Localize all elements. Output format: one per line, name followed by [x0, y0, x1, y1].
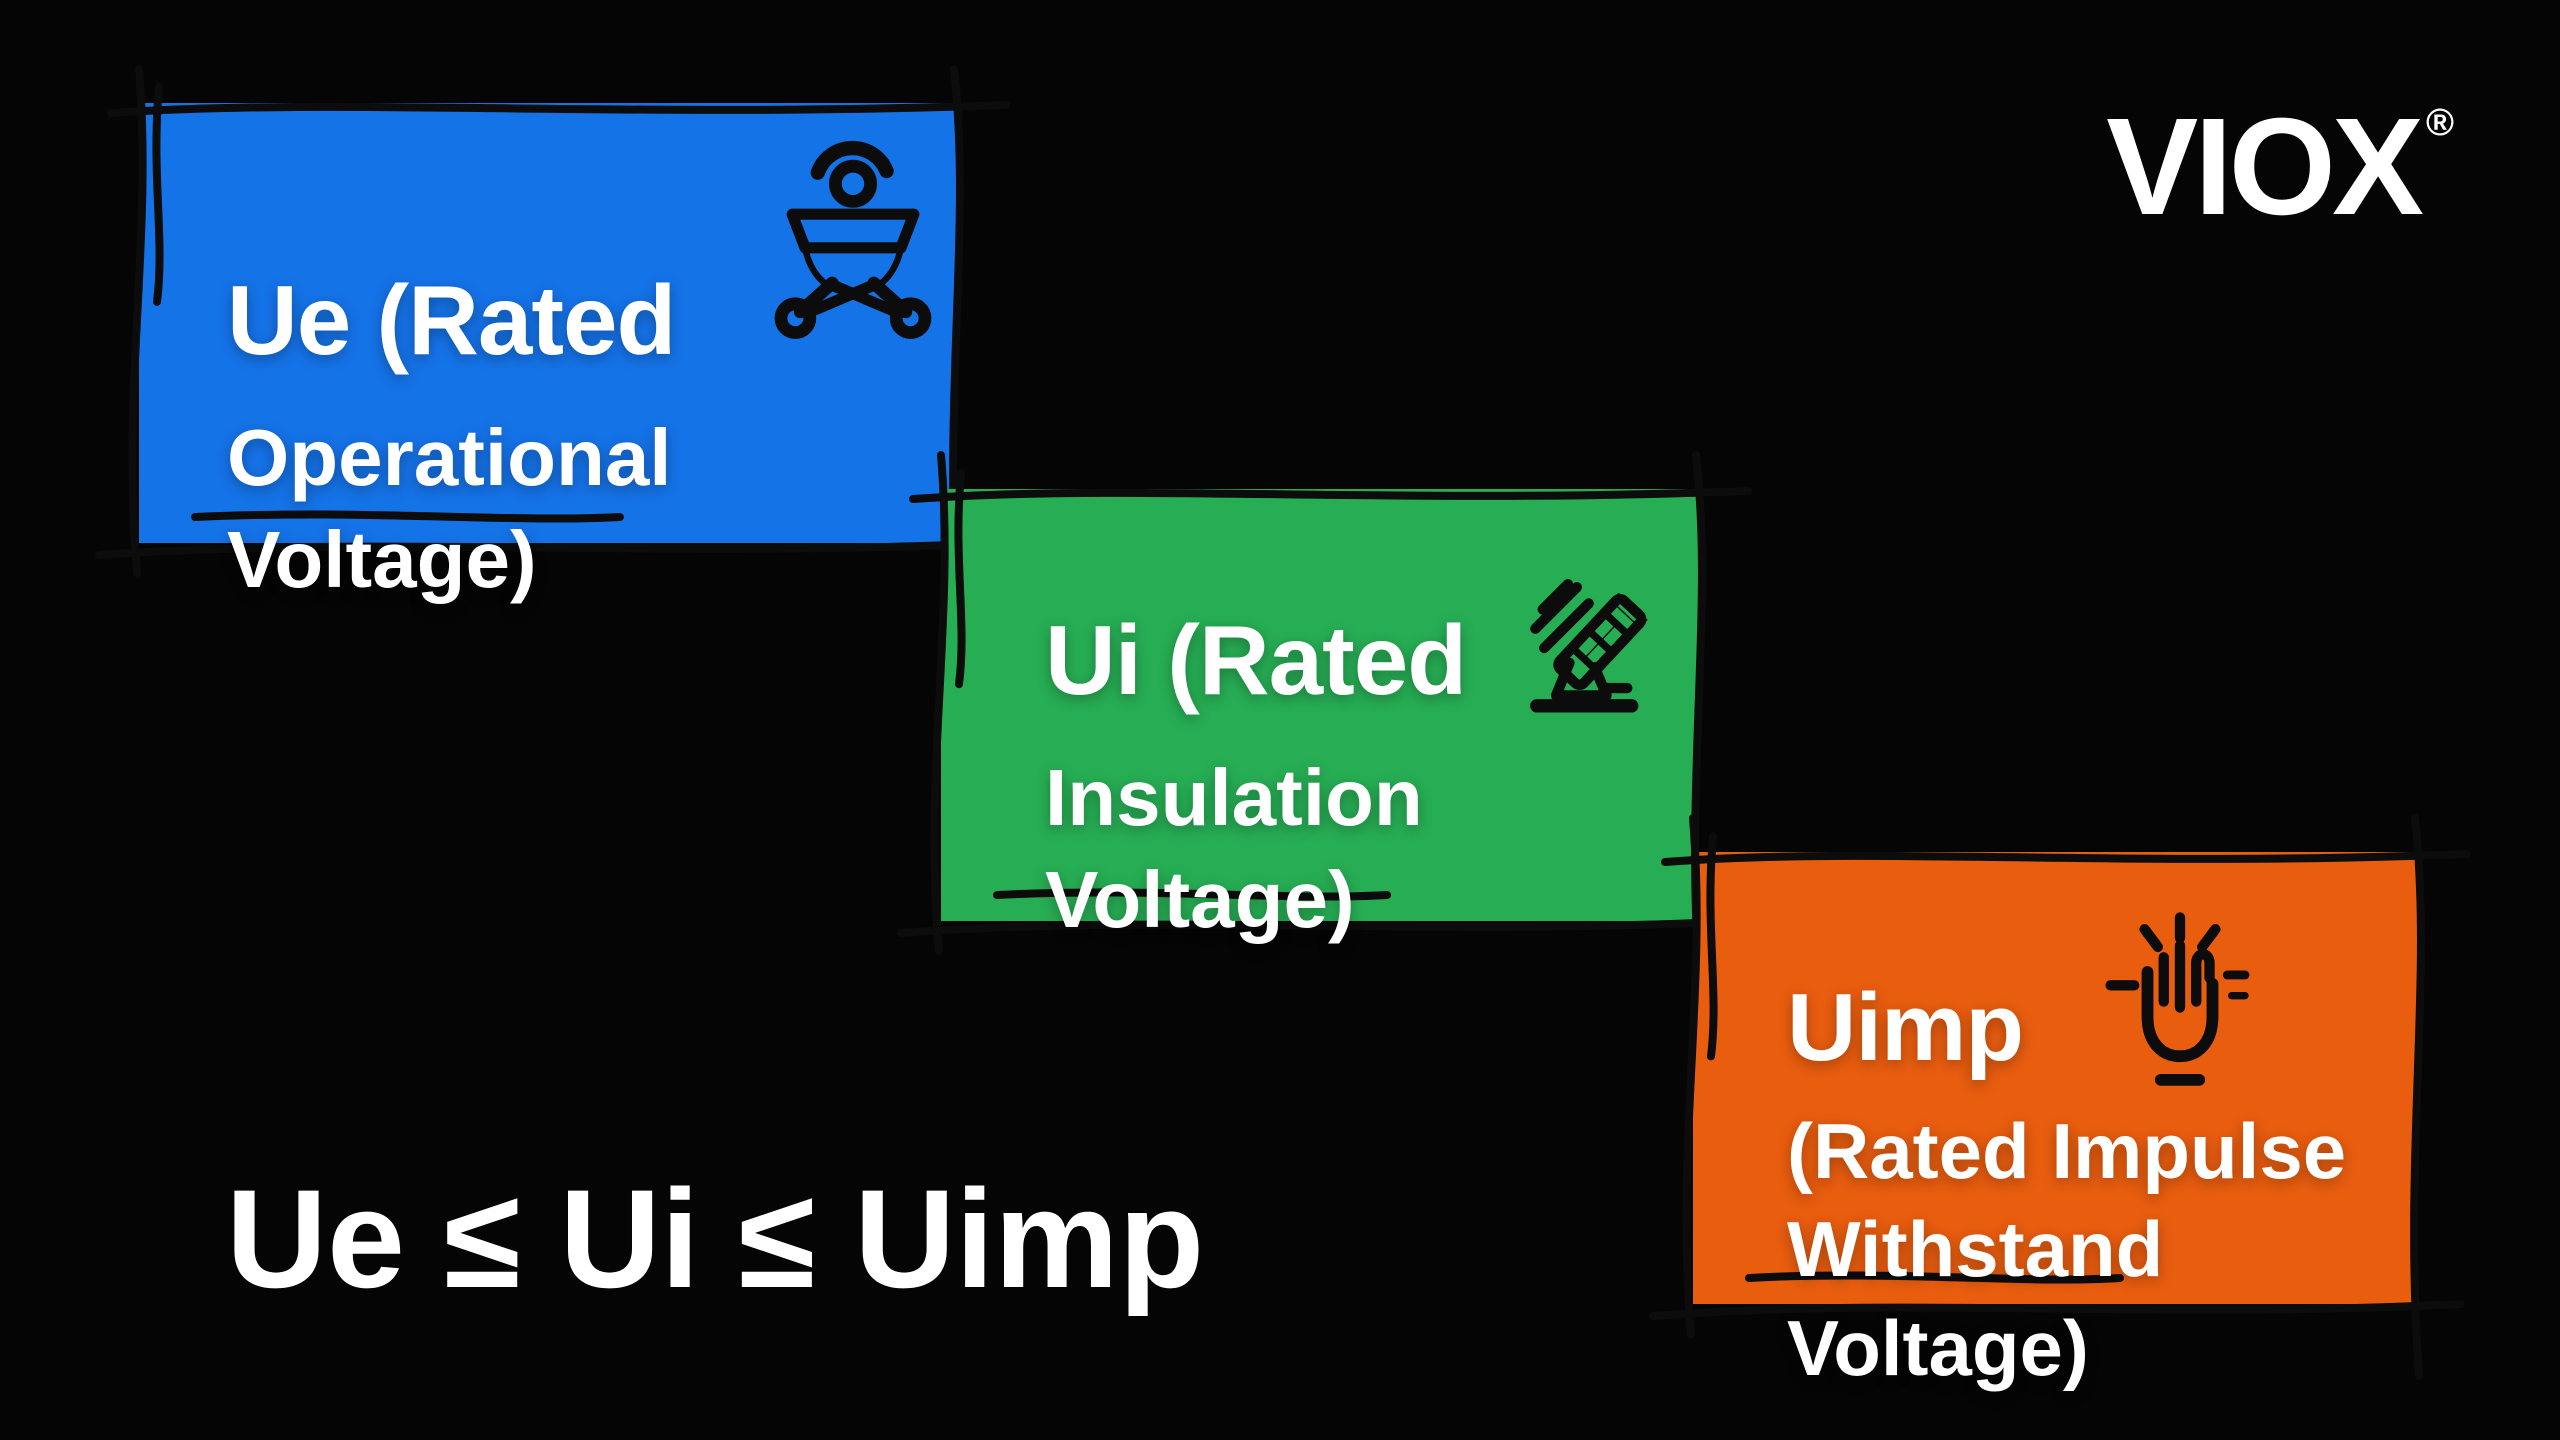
card-subtitle: (Rated Impulse	[1787, 1107, 2347, 1195]
card-text-block: Ue (Rated Operational Voltage)	[139, 103, 956, 612]
card-subtitle: Insulation Voltage)	[1045, 753, 1423, 945]
voltage-relation-formula: Ue ≤ Ui ≤ Uimp	[226, 1160, 1205, 1317]
card-rated-impulse-withstand-voltage: Uimp (Rated Impulse Withstand Voltage)	[1649, 814, 2471, 1392]
card-title: Ue (Rated	[227, 265, 676, 375]
card-subtitle: Operational Voltage)	[227, 413, 672, 605]
brand-logo: VIOX®	[2106, 98, 2454, 236]
registered-trademark-icon: ®	[2426, 102, 2454, 144]
tilted-telescope-icon	[1530, 579, 1648, 713]
card-subtitle-line2: Withstand Voltage)	[1787, 1205, 2164, 1392]
impulse-hand-icon	[2105, 912, 2250, 1086]
card-title: Ui (Rated	[1045, 605, 1467, 715]
card-title: Uimp	[1787, 974, 2024, 1081]
card-text-block: Ui (Rated Insulation Voltage)	[941, 489, 1698, 952]
brand-logo-text: VIOX	[2106, 90, 2424, 244]
card-text-block: Uimp (Rated Impulse Withstand Voltage)	[1693, 852, 2417, 1397]
grill-stand-icon	[774, 140, 932, 339]
card-rated-operational-voltage: Ue (Rated Operational Voltage)	[95, 65, 1010, 619]
card-rated-insulation-voltage: Ui (Rated Insulation Voltage)	[897, 451, 1752, 997]
